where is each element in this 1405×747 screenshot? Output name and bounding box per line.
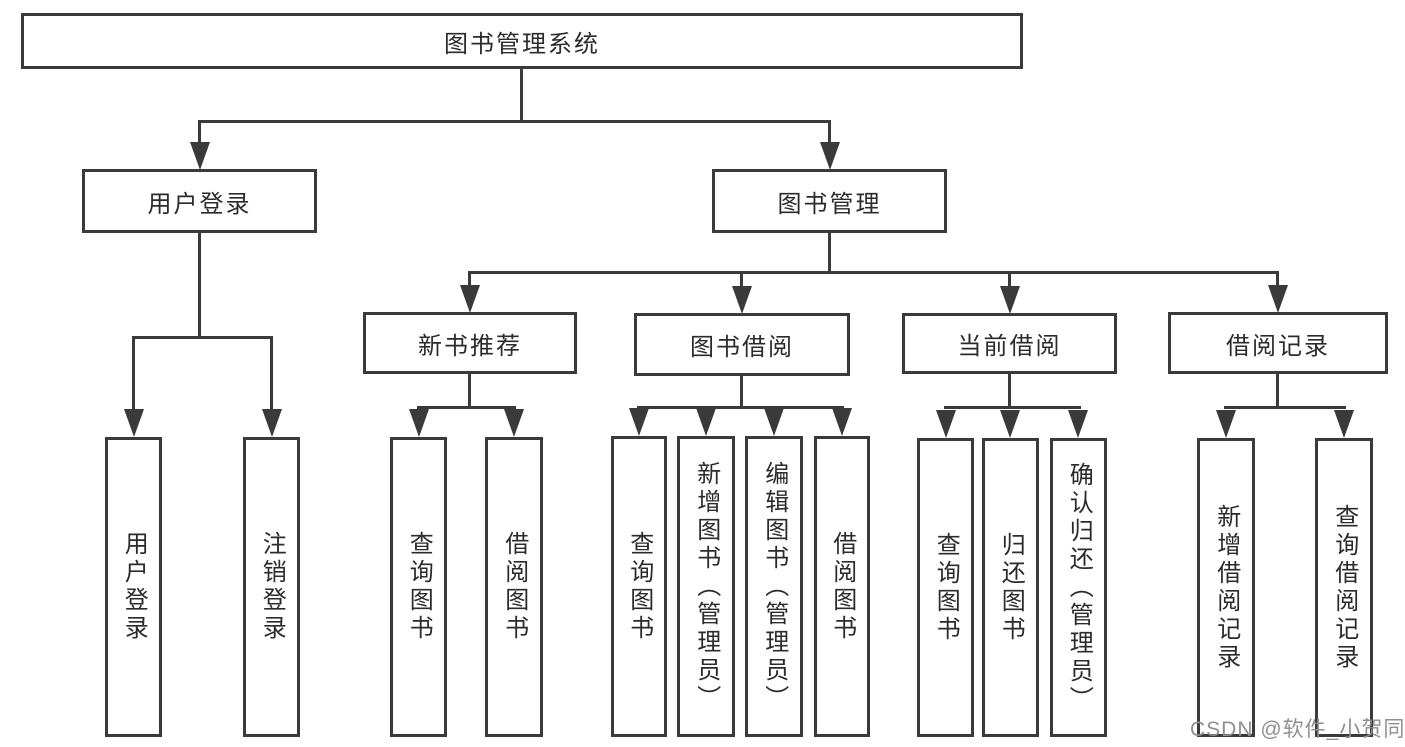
connector-line [740, 376, 743, 409]
arrow-down-icon [629, 408, 649, 436]
connector-line [1276, 374, 1279, 409]
arrow-down-icon [1000, 286, 1020, 314]
connector-line [637, 406, 844, 409]
node-leaf-query-books-2: 查询图书 [611, 436, 667, 737]
node-borrowing-records: 借阅记录 [1168, 312, 1388, 374]
node-library-system-label: 图书管理系统 [444, 30, 600, 58]
arrow-down-icon [764, 408, 784, 436]
arrow-down-icon [732, 286, 752, 314]
node-leaf-query-books-2-label: 查询图书 [625, 530, 653, 643]
connector-line [828, 120, 831, 148]
arrow-down-icon [832, 408, 852, 436]
node-leaf-add-borrow-record: 新增借阅记录 [1197, 438, 1255, 737]
connector-line [198, 233, 201, 339]
node-new-book-recommend: 新书推荐 [363, 312, 577, 374]
node-leaf-borrow-books-2: 借阅图书 [814, 436, 870, 737]
connector-line [1224, 406, 1346, 409]
node-leaf-borrow-books-1-label: 借阅图书 [500, 531, 528, 643]
node-leaf-borrow-books-2-label: 借阅图书 [828, 530, 856, 643]
node-book-management: 图书管理 [712, 169, 947, 233]
node-leaf-borrow-books-1: 借阅图书 [485, 437, 543, 737]
node-leaf-edit-books-admin-label: 编辑图书（管理员） [760, 460, 788, 713]
node-leaf-return-books-label: 归还图书 [997, 531, 1025, 644]
connector-line [828, 233, 831, 274]
node-user-login: 用户登录 [82, 169, 317, 233]
node-library-system: 图书管理系统 [21, 13, 1023, 69]
arrow-down-icon [1068, 410, 1088, 438]
node-leaf-query-borrow-record: 查询借阅记录 [1315, 438, 1373, 737]
connector-line [198, 120, 831, 123]
node-leaf-confirm-return-admin-label: 确认归还（管理员） [1065, 461, 1093, 714]
connector-line [132, 336, 135, 412]
arrow-down-icon [190, 142, 210, 170]
node-book-borrowing: 图书借阅 [634, 313, 850, 376]
connector-line [468, 271, 471, 289]
node-leaf-logout-label: 注销登录 [258, 531, 286, 643]
node-leaf-confirm-return-admin: 确认归还（管理员） [1050, 438, 1107, 737]
node-current-borrowing: 当前借阅 [902, 313, 1117, 374]
node-book-borrowing-label: 图书借阅 [690, 334, 794, 361]
node-leaf-query-books-1-label: 查询图书 [405, 531, 433, 643]
connector-line [198, 120, 201, 148]
arrow-down-icon [504, 409, 524, 437]
csdn-watermark: CSDN @软件_小贺同学 [1190, 718, 1405, 741]
connector-line [944, 406, 1081, 409]
node-current-borrowing-label: 当前借阅 [957, 333, 1062, 360]
node-new-book-recommend-label: 新书推荐 [418, 332, 522, 360]
node-leaf-query-borrow-record-label: 查询借阅记录 [1330, 503, 1358, 672]
node-leaf-query-books-3: 查询图书 [917, 438, 974, 737]
arrow-down-icon [460, 285, 480, 313]
node-leaf-edit-books-admin: 编辑图书（管理员） [745, 436, 803, 737]
connector-line [520, 69, 523, 123]
node-leaf-logout: 注销登录 [243, 437, 300, 737]
node-leaf-add-borrow-record-label: 新增借阅记录 [1212, 503, 1240, 672]
node-borrowing-records-label: 借阅记录 [1226, 332, 1330, 360]
node-leaf-add-books-admin: 新增图书（管理员） [677, 436, 735, 737]
arrow-down-icon [262, 409, 282, 437]
connector-line [1008, 374, 1011, 409]
node-leaf-user-login-label: 用户登录 [120, 531, 148, 643]
connector-line [270, 336, 273, 412]
node-leaf-return-books: 归还图书 [982, 438, 1039, 737]
node-book-management-label: 图书管理 [777, 190, 882, 218]
node-leaf-add-books-admin-label: 新增图书（管理员） [692, 460, 720, 713]
connector-line [1276, 271, 1279, 289]
arrow-down-icon [820, 142, 840, 170]
connector-line [1008, 271, 1011, 289]
arrow-down-icon [1334, 410, 1354, 438]
connector-line [132, 336, 273, 339]
arrow-down-icon [936, 410, 956, 438]
connector-line [468, 374, 471, 409]
connector-line [417, 406, 516, 409]
connector-line [740, 271, 743, 289]
arrow-down-icon [1216, 410, 1236, 438]
arrow-down-icon [124, 409, 144, 437]
connector-line [468, 271, 1279, 274]
node-user-login-label: 用户登录 [147, 190, 252, 218]
arrow-down-icon [696, 408, 716, 436]
arrow-down-icon [1000, 410, 1020, 438]
node-leaf-query-books-1: 查询图书 [390, 437, 447, 737]
node-leaf-query-books-3-label: 查询图书 [932, 531, 960, 644]
arrow-down-icon [1268, 285, 1288, 313]
node-leaf-user-login: 用户登录 [105, 437, 162, 737]
arrow-down-icon [409, 409, 429, 437]
